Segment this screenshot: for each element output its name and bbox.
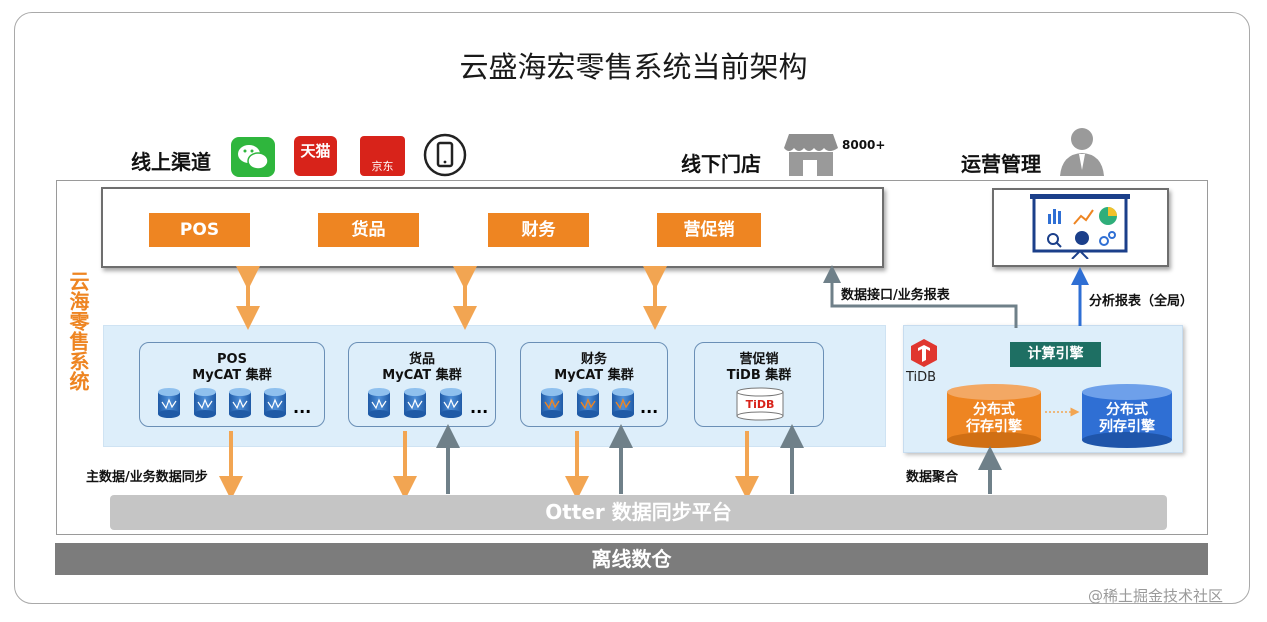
wechat-icon <box>231 137 275 177</box>
row-store-cylinder <box>947 384 1041 448</box>
outer-frame <box>14 12 1250 604</box>
column-store-line2: 列存引擎 <box>1099 419 1155 435</box>
online-channels-label: 线上渠道 <box>131 150 211 174</box>
pos-more-ellipsis: ... <box>293 398 312 417</box>
otter-sync-platform: Otter 数据同步平台 <box>110 495 1167 530</box>
row-store-line2: 行存引擎 <box>966 419 1022 435</box>
store-count: 8000+ <box>842 138 886 152</box>
module-goods: 货品 <box>318 213 419 247</box>
jd-icon: 京东 <box>360 136 405 176</box>
row-store-engine: 分布式 行存引擎 <box>947 402 1041 436</box>
row-store-line1: 分布式 <box>973 402 1015 418</box>
data-interface-label: 数据接口/业务报表 <box>841 288 950 303</box>
cluster-goods-name: 货品 <box>408 352 435 367</box>
finance-more-ellipsis: ... <box>640 398 659 417</box>
cluster-pos-name: POS <box>217 352 247 367</box>
cluster-promotion-name: 营促销 <box>739 352 779 367</box>
column-store-cylinder <box>1082 384 1172 448</box>
analysis-report-label: 分析报表（全局） <box>1089 294 1194 309</box>
master-sync-label: 主数据/业务数据同步 <box>86 470 208 485</box>
goods-more-ellipsis: ... <box>470 398 489 417</box>
tidb-cylinder-label: TiDB <box>745 398 775 411</box>
cluster-promotion-type: TiDB 集群 <box>726 368 792 383</box>
cluster-pos: POS MyCAT 集群 <box>139 342 325 427</box>
tidb-logo-text: TiDB <box>906 370 937 385</box>
diagram-title: 云盛海宏零售系统当前架构 <box>459 50 808 84</box>
tmall-icon: 天猫 <box>294 136 337 176</box>
module-promotion: 营促销 <box>657 213 761 247</box>
cluster-goods-type: MyCAT 集群 <box>382 368 462 383</box>
cluster-promotion: 营促销 TiDB 集群 <box>694 342 824 427</box>
vertical-label-text: 云海零售系统 <box>66 271 90 391</box>
module-finance: 财务 <box>488 213 589 247</box>
compute-engine: 计算引擎 <box>1010 342 1101 367</box>
column-store-line1: 分布式 <box>1106 402 1148 418</box>
tidb-logo-icon <box>911 339 937 367</box>
store-icon <box>784 134 838 176</box>
data-aggregate-label: 数据聚合 <box>906 470 959 485</box>
cluster-pos-type: MyCAT 集群 <box>192 368 272 383</box>
cluster-finance: 财务 MyCAT 集群 <box>520 342 668 427</box>
watermark: @稀土掘金技术社区 <box>1088 587 1224 605</box>
main-frame <box>56 180 1208 535</box>
module-pos: POS <box>149 213 250 247</box>
mobile-phone-icon <box>423 133 467 177</box>
offline-stores-label: 线下门店 <box>681 152 761 176</box>
ops-management-label: 运营管理 <box>961 152 1041 176</box>
column-store-engine: 分布式 列存引擎 <box>1082 402 1172 436</box>
cluster-finance-name: 财务 <box>580 352 607 367</box>
dashboard-board-icon <box>1030 194 1130 259</box>
retail-system-vertical-label: 云海零售系统 <box>66 271 90 391</box>
manager-person-icon <box>1060 128 1104 176</box>
cluster-finance-type: MyCAT 集群 <box>554 368 634 383</box>
offline-data-warehouse: 离线数仓 <box>55 543 1208 575</box>
